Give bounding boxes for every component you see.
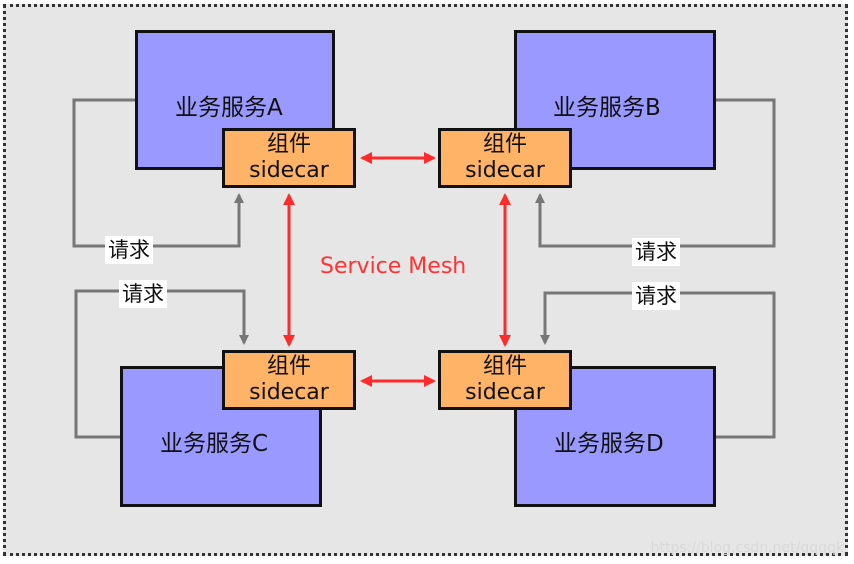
sidecar-b-line2: sidecar <box>465 158 545 183</box>
service-a-label: 业务服务A <box>175 95 283 121</box>
sidecar-a-line1: 组件 <box>266 132 311 157</box>
sidecar-d-line2: sidecar <box>465 380 545 405</box>
request-label-b: 请求 <box>632 238 680 266</box>
sidecar-a: 组件 sidecar <box>222 128 356 188</box>
sidecar-c-line1: 组件 <box>266 354 311 379</box>
service-c-label: 业务服务C <box>160 431 269 457</box>
sidecar-d-line1: 组件 <box>482 354 527 379</box>
service-b-label: 业务服务B <box>553 95 661 121</box>
request-arrow-a <box>72 98 244 248</box>
request-arrow-b <box>535 98 776 248</box>
sidecar-c: 组件 sidecar <box>222 350 356 410</box>
sidecar-b-line1: 组件 <box>482 132 527 157</box>
request-arrow-d <box>540 291 776 439</box>
service-mesh-label: Service Mesh <box>320 254 467 279</box>
service-d-label: 业务服务D <box>554 431 664 457</box>
request-label-a: 请求 <box>105 236 153 264</box>
request-arrow-c <box>74 289 249 439</box>
request-label-c: 请求 <box>119 280 167 308</box>
sidecar-b: 组件 sidecar <box>438 128 572 188</box>
watermark: https://blog.csdn.net/qqqqk <box>650 540 844 556</box>
sidecar-a-line2: sidecar <box>249 158 329 183</box>
request-label-d: 请求 <box>632 282 680 310</box>
sidecar-d: 组件 sidecar <box>438 350 572 410</box>
sidecar-c-line2: sidecar <box>249 380 329 405</box>
